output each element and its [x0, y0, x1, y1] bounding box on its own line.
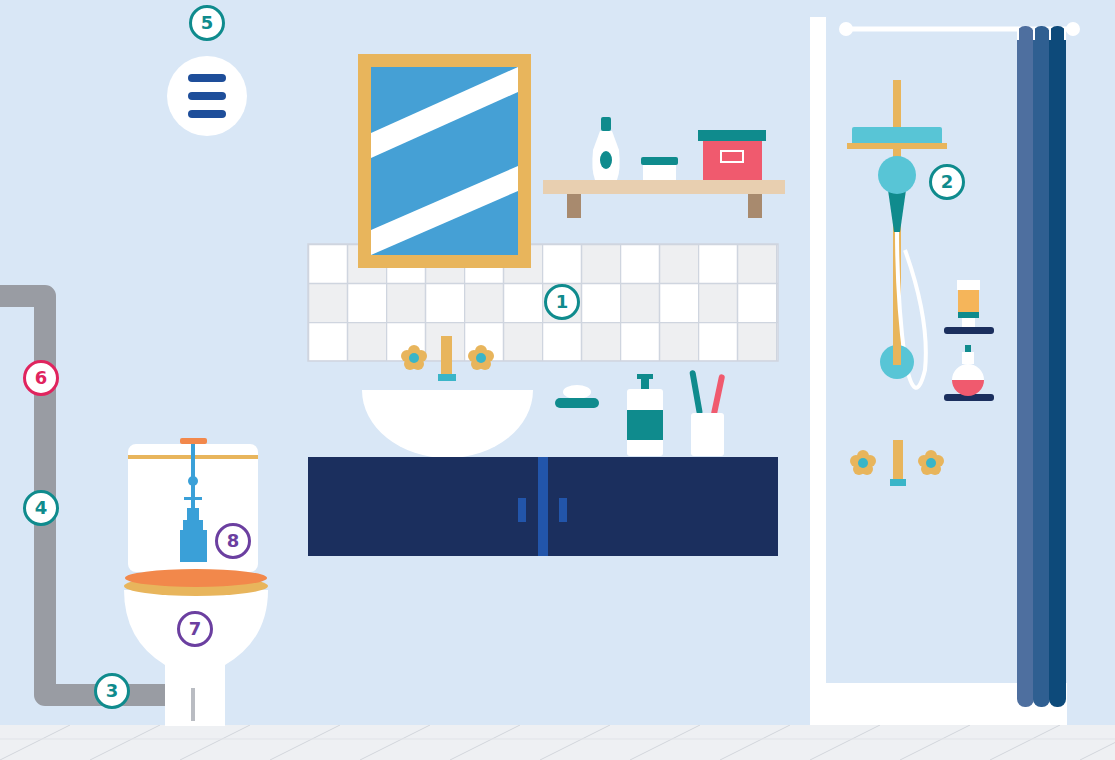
menu-icon [167, 56, 247, 136]
toilet [124, 438, 268, 726]
counter-items [555, 370, 725, 456]
shower-shelves [944, 280, 994, 401]
callout-number: 6 [23, 360, 59, 396]
wall-shelf [543, 117, 785, 218]
mirror [358, 54, 531, 268]
shower-faucet [850, 440, 944, 486]
callout-number: 8 [215, 523, 251, 559]
callout-number: 1 [544, 284, 580, 320]
shower-enclosure [810, 17, 1080, 725]
callout-number: 2 [929, 164, 965, 200]
callout-number: 3 [94, 673, 130, 709]
vanity-cabinet [308, 457, 778, 556]
callout-number: 7 [177, 611, 213, 647]
sink-bowl [362, 390, 533, 458]
sink-faucet [401, 336, 494, 381]
callout-number: 4 [23, 490, 59, 526]
floor [0, 725, 1115, 760]
callout-number: 5 [189, 5, 225, 41]
shower-head [847, 80, 947, 388]
